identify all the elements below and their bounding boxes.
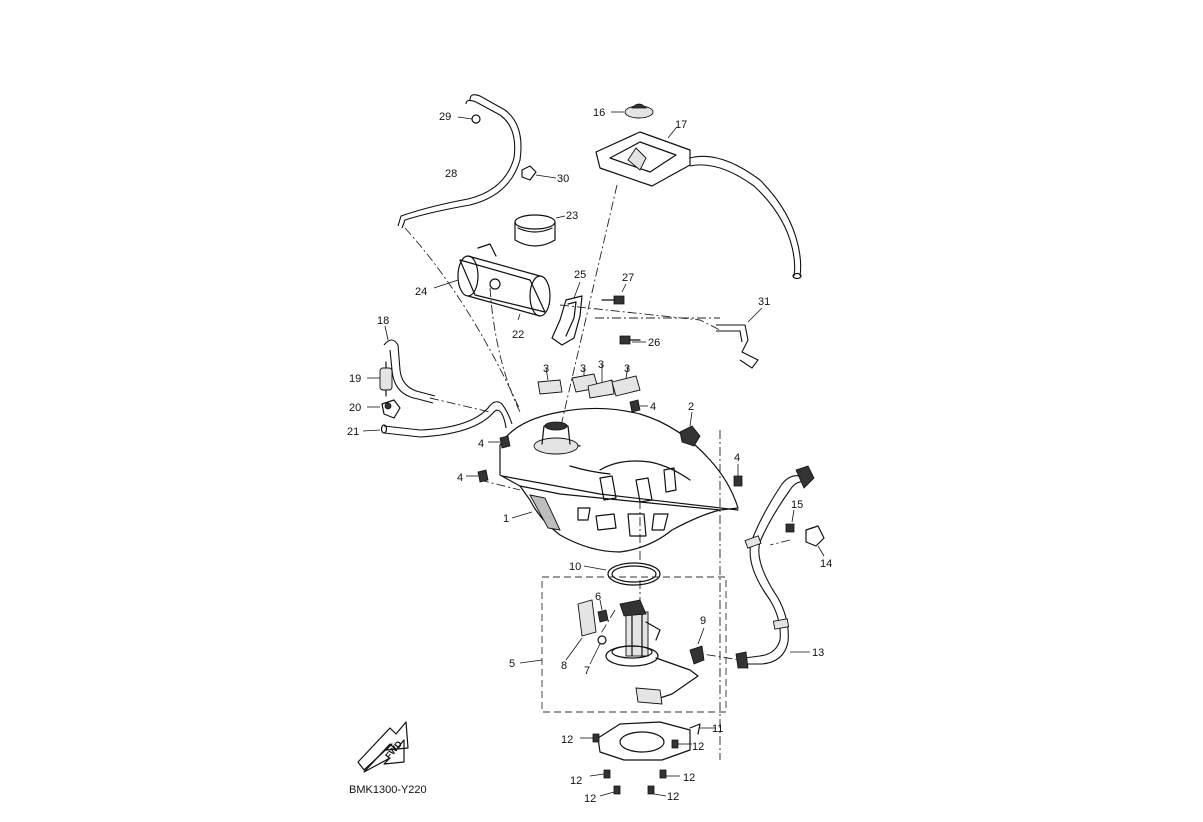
callout-22: 22 [512,329,524,341]
callout-11: 11 [712,723,723,735]
cap-16 [611,103,654,119]
callout-2: 2 [688,401,694,413]
callout-16: 16 [593,107,605,119]
canister-22 [433,243,551,321]
hose-clip-29 [457,114,481,124]
callout-12: 12 [570,775,582,787]
pipe-31 [716,307,763,369]
callout-3: 3 [598,359,604,371]
bolt-15 [785,509,795,533]
callout-4: 4 [650,401,656,413]
fuel-tank-1 [499,407,739,553]
plate-8 [565,599,597,661]
callout-4: 4 [478,438,484,450]
screws-4 [466,399,743,487]
callout-5: 5 [509,658,515,670]
callout-18: 18 [377,315,389,327]
retainer-11 [597,721,716,761]
callout-3: 3 [543,363,549,375]
filter-19 [367,361,393,397]
callout-21: 21 [347,426,359,438]
callout-14: 14 [820,558,832,570]
callout-20: 20 [349,402,361,414]
callout-12: 12 [561,734,573,746]
callout-15: 15 [791,499,803,511]
plates-3 [537,364,641,399]
fwd-label: FWD [383,738,404,761]
callout-24: 24 [415,286,427,298]
callout-26: 26 [648,337,660,349]
callout-8: 8 [561,660,567,672]
callout-9: 9 [700,615,706,627]
hose-18 [383,325,436,404]
callout-1: 1 [503,513,509,525]
callout-27: 27 [622,272,634,284]
callout-25: 25 [574,269,586,281]
callout-30: 30 [557,173,569,185]
callout-4: 4 [734,452,740,464]
bolts-12 [580,733,692,797]
callout-31: 31 [758,296,770,308]
bolt-26 [619,335,646,345]
fuel-hose-13 [735,465,815,669]
callout-10: 10 [569,561,581,573]
callout-19: 19 [349,373,361,385]
clamp-30 [521,165,557,181]
bracket-17 [595,127,802,280]
part-6 [597,599,609,623]
hose-21 [362,401,513,438]
damper-2 [679,411,701,447]
callout-3: 3 [624,363,630,375]
callout-12: 12 [683,772,695,784]
callout-13: 13 [812,647,824,659]
callout-23: 23 [566,210,578,222]
clip-20 [367,399,401,419]
bracket-25 [551,281,583,346]
callout-12: 12 [692,741,704,753]
fuel-pump-5 [519,576,727,713]
gasket-10 [583,562,661,586]
cover-23 [514,214,566,247]
callout-28: 28 [445,168,457,180]
callout-4: 4 [457,472,463,484]
forward-arrow-icon: FWD [357,721,409,773]
callout-12: 12 [584,793,596,805]
callout-12: 12 [667,791,679,803]
part-7 [589,635,607,665]
bolt-27 [601,283,627,305]
diagram-code: BMK1300-Y220 [349,784,427,796]
assembly-reference-lines [404,184,791,760]
callout-6: 6 [595,591,601,603]
breather-hose-28 [397,94,522,229]
callout-7: 7 [584,665,590,677]
callout-labels: 1 2 3 3 3 3 4 4 4 4 5 6 7 8 9 10 11 12 1… [347,107,832,805]
callout-3: 3 [580,363,586,375]
callout-17: 17 [675,119,687,131]
clamp-14 [805,525,825,557]
callout-29: 29 [439,111,451,123]
